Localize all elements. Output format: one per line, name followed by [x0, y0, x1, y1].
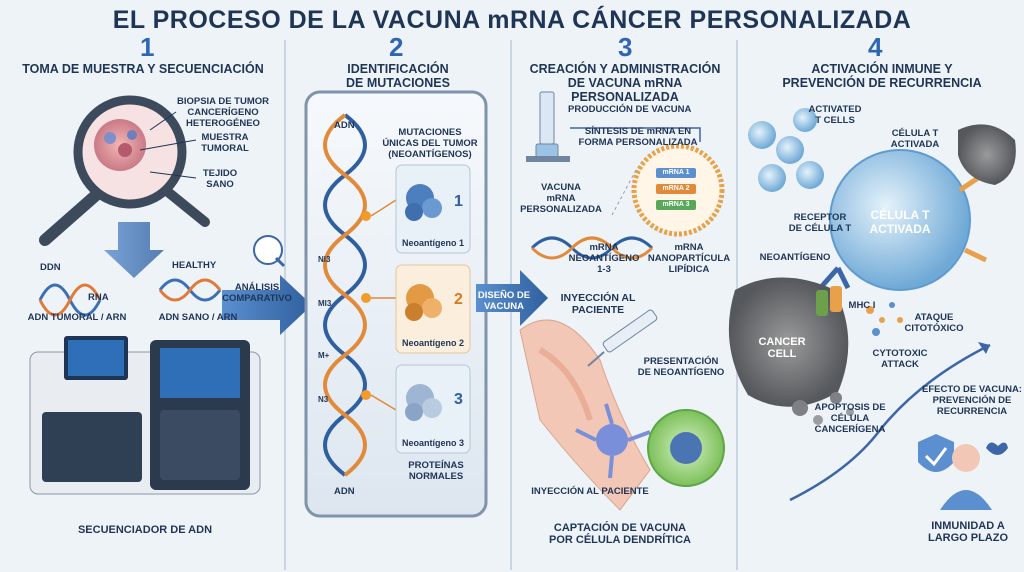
mhc-label: MHC I: [848, 300, 876, 311]
mrna-neoantigen-label: mRNA NEOANTÍGENO 1-3: [568, 242, 640, 275]
stage-1-number: 1: [140, 32, 155, 62]
flask-icon: [526, 91, 570, 162]
dendritic-cell-icon: [575, 403, 651, 479]
dna-icon-tumor: [38, 283, 102, 317]
injection-title: INYECCIÓN AL PACIENTE: [560, 292, 636, 316]
sequencer-machine: [29, 336, 261, 495]
dna-bottom-label: ADN: [334, 486, 355, 497]
attack-label: ATAQUE CITOTÓXICO: [904, 312, 964, 334]
activated-tcells-label: ACTIVATED T CELLS: [808, 104, 862, 126]
dna-helix-large: [323, 113, 367, 477]
healthy-dna-label: ADN SANO / ARN: [158, 312, 238, 323]
biopsy-label: BIOPSIA DE TUMOR CANCERÍGENO HETEROGÉNEO: [176, 96, 269, 129]
strand-2-label: mRNA 2: [662, 185, 690, 192]
tcells-group-icon: [748, 108, 824, 192]
presenting-cell-icon: [647, 409, 725, 487]
neoantigen-2-number: 2: [454, 291, 463, 308]
mrna-nanoparticle-label: mRNA NANOPARTÍCULA LIPÍDICA: [647, 242, 731, 275]
tcell-active-label: CÉLULA T ACTIVADA: [890, 128, 940, 150]
effect-label: EFECTO DE VACUNA: PREVENCIÓN DE RECURREN…: [922, 384, 1022, 417]
cytotoxic-label: CYTOTOXIC ATTACK: [872, 348, 928, 370]
person-icon: [940, 444, 992, 510]
uptake-label: CAPTACIÓN DE VACUNA POR CÉLULA DENDRÍTIC…: [549, 522, 691, 546]
stage-3-title: CREACIÓN Y ADMINISTRACIÓN DE VACUNA mRNA…: [529, 62, 721, 104]
stage-2-title: IDENTIFICACIÓN DE MUTACIONES: [346, 62, 450, 90]
analysis-arrow: [222, 275, 312, 335]
apoptosis-label: APOPTOSIS DE CÉLULA CANCERÍGENA: [814, 402, 886, 435]
neoantigen-1-number: 1: [454, 193, 463, 210]
arm-illustration: [519, 319, 651, 511]
heart-icon: [986, 442, 1008, 455]
neoantigen-protein-3-icon: [405, 384, 442, 421]
strand-1-label: mRNA 1: [662, 169, 690, 176]
rna-label: RNA: [88, 292, 109, 303]
healthy-tissue-label: TEJIDO SANO: [202, 168, 238, 190]
shield-check-icon: [918, 434, 954, 472]
dna-icon-healthy: [158, 278, 222, 302]
tumor-dna-label: ADN TUMORAL / ARN: [27, 312, 127, 323]
neoantigen-protein-1-icon: [405, 184, 442, 221]
neoantigen-3-number: 3: [454, 391, 463, 408]
immunity-label: INMUNIDAD A LARGO PLAZO: [927, 520, 1009, 544]
injection-patient-label: INYECCIÓN AL PACIENTE: [531, 486, 649, 497]
apoptosis-fragments: [792, 392, 854, 425]
trend-curve: [789, 343, 991, 502]
mhc-icon: [816, 286, 842, 316]
cytotoxic-particles: [866, 302, 903, 336]
dna-tick-3: M+: [318, 351, 330, 360]
neoantigen-protein-2-icon: [405, 284, 442, 321]
dna-tick-1: NI3: [318, 255, 331, 264]
stage-4-title: ACTIVACIÓN INMUNE Y PREVENCIÓN DE RECURR…: [782, 62, 982, 90]
sample-label: MUESTRA TUMORAL: [201, 132, 249, 154]
stage-1-title: TOMA DE MUESTRA Y SECUENCIACIÓN: [22, 62, 264, 76]
mutations-label: MUTACIONES ÚNICAS DEL TUMOR (NEOANTÍGENO…: [382, 127, 478, 160]
neoantigen-2-label: Neoantígeno 2: [401, 338, 464, 348]
healthy-label: HEALTHY: [172, 260, 217, 271]
synthesis-label: SÍNTESIS DE mRNA EN FORMA PERSONALIZADA: [578, 126, 698, 148]
neoantigen-1-label: Neoantígeno 1: [401, 238, 464, 248]
vaccine-label: VACUNA mRNA PERSONALIZADA: [520, 182, 602, 215]
analysis-label: ANÁLISIS COMPARATIVO: [222, 282, 292, 304]
dna-tick-2: MI3: [318, 299, 332, 308]
dna-top-label: ADN: [334, 120, 355, 131]
design-arrow: [476, 270, 548, 326]
mrna-strand-icon: [530, 236, 654, 260]
presentation-label: PRESENTACIÓN DE NEOANTÍGENO: [637, 356, 725, 378]
receptor-label: RECEPTOR DE CÉLULA T: [788, 212, 852, 234]
neoantigen-label: NEOANTÍGENO: [759, 252, 831, 263]
page-title: EL PROCESO DE LA VACUNA mRNA CÁNCER PERS…: [112, 6, 912, 34]
search-icon: [253, 235, 283, 265]
ddn-label: DDN: [40, 262, 61, 273]
neoantigen-3-label: Neoantígeno 3: [401, 438, 464, 448]
dna-tick-4: N3: [318, 395, 329, 404]
sequencer-label: SECUENCIADOR DE ADN: [77, 524, 213, 536]
tcell-receptor-icon: [820, 175, 988, 290]
strand-3-label: mRNA 3: [662, 201, 690, 208]
stage-4-number: 4: [868, 32, 883, 62]
lipid-nanoparticle-icon: [631, 143, 725, 237]
cancer-cell-upper-icon: [958, 124, 1016, 185]
normal-proteins-label: PROTEÍNAS NORMALES: [408, 460, 464, 482]
tcell-big-label: CÉLULA T ACTIVADA: [869, 208, 931, 236]
stage-3-number: 3: [618, 32, 633, 62]
syringe-icon: [587, 309, 658, 367]
stage-2-number: 2: [389, 32, 404, 62]
design-label: DISEÑO DE VACUNA: [477, 290, 531, 312]
cancer-cell-label: CANCER CELL: [758, 336, 806, 360]
activated-tcell-icon: [829, 149, 971, 291]
production-label: PRODUCCIÓN DE VACUNA: [568, 104, 692, 115]
